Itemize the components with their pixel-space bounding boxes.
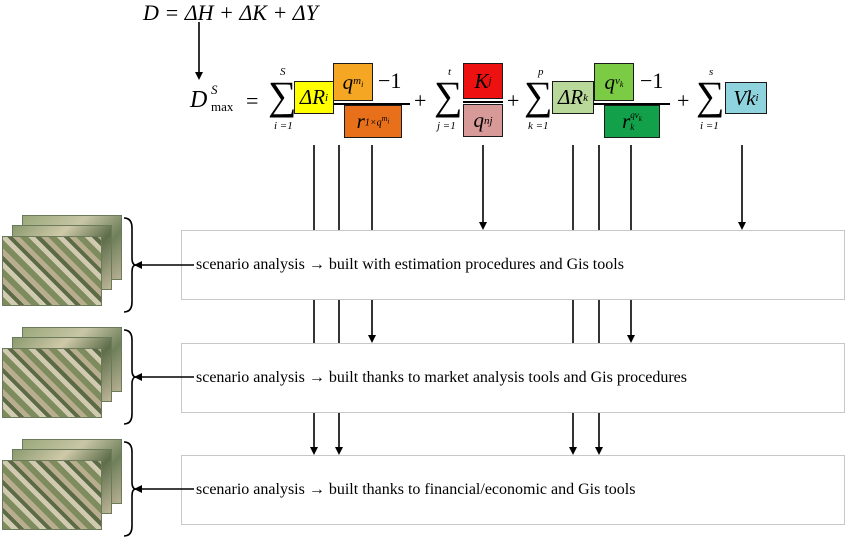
formula-lhs-sub: max: [211, 99, 234, 114]
term-k-j-text: K: [474, 68, 489, 93]
term-delta-r-k-sub: k: [583, 91, 589, 104]
sum3-lower: k =1: [528, 120, 549, 132]
term-r-1xq-sub: 1×q: [364, 117, 382, 129]
minus-one-1: −1: [378, 68, 402, 93]
term-vk-sub: i: [755, 92, 759, 104]
sum2-sigma: ∑: [434, 73, 463, 118]
brace-1: [123, 217, 137, 313]
fraction-bar-1: [334, 103, 410, 105]
scenario-label-2: scenario analysis → built thanks to mark…: [196, 369, 688, 386]
plus-3: +: [677, 88, 690, 113]
term-r-k-supsub: k: [638, 114, 642, 123]
scenario-box-1: scenario analysis → built with estimatio…: [181, 230, 845, 300]
fraction-bar-3: [594, 103, 670, 105]
term-r-k-sub: k: [630, 121, 635, 132]
sum1-lower: i =1: [274, 120, 293, 132]
sum1-upper: S: [280, 66, 286, 78]
term-r-1xq-subsup: m: [381, 114, 388, 124]
term-q-nj-sup: nj: [483, 114, 493, 127]
formula-lhs-base: D: [190, 87, 208, 113]
term-q-vk-supsub: k: [619, 80, 624, 90]
term-delta-r-i-text: ΔR: [299, 85, 326, 109]
fraction-bar-2: [463, 101, 503, 103]
scenario-box-3: scenario analysis → built thanks to fina…: [181, 455, 845, 525]
map-thumbnail: [2, 460, 102, 530]
term-r-1xq-subsupsub: i: [387, 117, 390, 126]
term-k-j-sub: j: [488, 75, 492, 87]
scenario-label-3: scenario analysis → built thanks to fina…: [196, 481, 636, 498]
term-q-mi-text: q: [342, 69, 354, 94]
term-r-1xq-text: r: [356, 109, 365, 133]
term-q-mi-sup: m: [353, 74, 362, 87]
formula-equals: =: [246, 88, 259, 113]
sum2-lower: j =1: [437, 120, 456, 132]
sum3-upper: p: [538, 66, 544, 78]
term-q-vk-text: q: [604, 69, 616, 94]
sum1-sigma: ∑: [268, 73, 297, 118]
brace-3: [123, 441, 137, 537]
term-r-k-sup: qv: [630, 110, 639, 121]
term-vk-text: Vk: [733, 85, 756, 110]
term-delta-r-i-sub: i: [325, 91, 329, 104]
sum4-sigma: ∑: [696, 73, 725, 118]
term-q-mi-supsub: i: [361, 80, 364, 90]
plus-2: +: [507, 88, 520, 113]
sum2-upper: t: [448, 66, 452, 78]
formula-lhs-sup: S: [211, 82, 218, 97]
scenario-box-2: scenario analysis → built thanks to mark…: [181, 343, 845, 413]
map-thumbnail: [2, 236, 102, 306]
term-q-nj-text: q: [473, 108, 484, 132]
term-r-k-text: r: [622, 109, 631, 133]
term-q-vk-sup: v: [615, 74, 620, 87]
term-delta-r-k-text: ΔR: [557, 85, 584, 109]
sum3-sigma: ∑: [524, 73, 553, 118]
brace-2: [123, 329, 137, 425]
plus-1: +: [414, 88, 427, 113]
map-thumbnail: [2, 348, 102, 418]
sum4-upper: s: [709, 66, 714, 78]
top-equation: D = ΔH + ΔK + ΔY: [143, 0, 318, 25]
minus-one-2: −1: [640, 68, 664, 93]
scenario-label-1: scenario analysis → built with estimatio…: [196, 256, 624, 273]
sum4-lower: i =1: [700, 120, 719, 132]
